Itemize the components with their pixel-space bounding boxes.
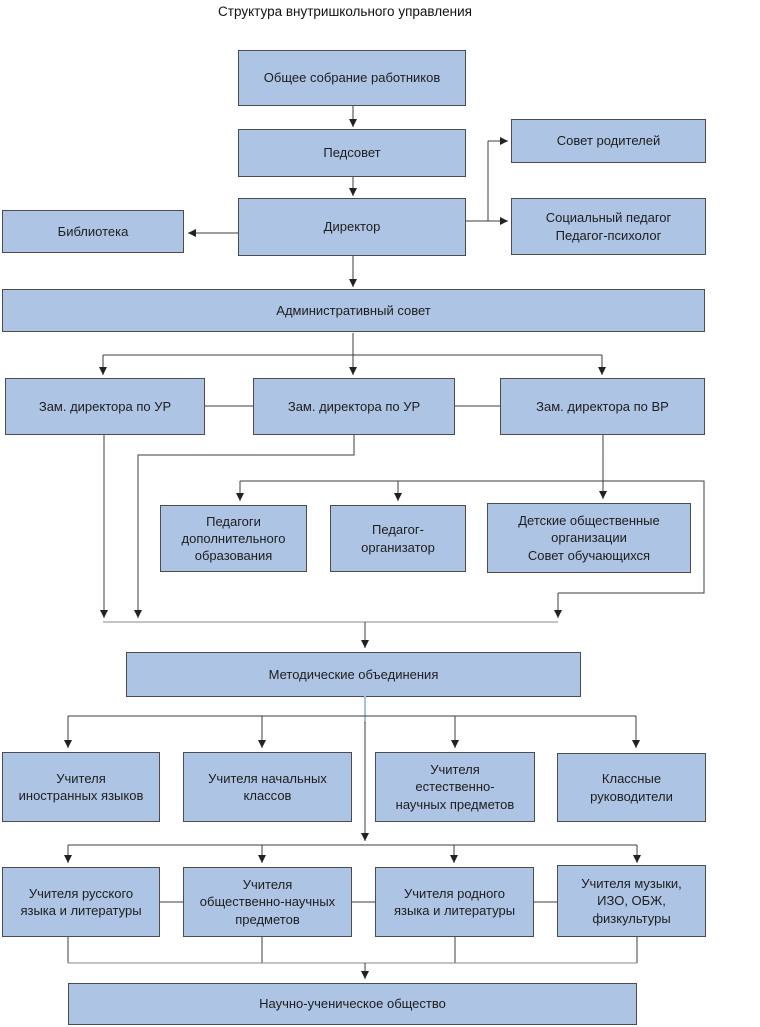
node-deputy-ur-1: Зам. директора по УР — [5, 378, 205, 435]
node-pedsovet: Педсовет — [238, 129, 466, 177]
node-science-student-society: Научно-ученическое общество — [68, 983, 637, 1025]
node-general-meeting: Общее собрание работников — [238, 50, 466, 106]
node-native-lang-teachers: Учителя родного языка и литературы — [375, 867, 534, 937]
page-title: Структура внутришкольного управления — [218, 4, 472, 19]
node-primary-teachers: Учителя начальных классов — [183, 752, 352, 822]
node-method-assoc: Методические объединения — [126, 652, 581, 697]
node-director: Директор — [238, 198, 466, 256]
node-science-teachers: Учителя естественно- научных предметов — [375, 752, 535, 822]
node-russian-teachers: Учителя русского языка и литературы — [2, 867, 160, 937]
node-parents-council: Совет родителей — [511, 119, 706, 163]
node-social-science-teachers: Учителя общественно-научных предметов — [183, 867, 352, 937]
node-class-leaders: Классные руководители — [557, 753, 706, 822]
node-social-pedagog: Социальный педагог Педагог-психолог — [511, 198, 706, 255]
node-library: Библиотека — [2, 210, 184, 253]
node-dop-pedagogi: Педагоги дополнительного образования — [160, 505, 307, 572]
node-admin-council: Административный совет — [2, 289, 705, 332]
node-deputy-ur-2: Зам. директора по УР — [253, 378, 455, 435]
node-deputy-vr: Зам. директора по ВР — [500, 378, 705, 435]
node-pedagog-organizer: Педагог- организатор — [330, 505, 466, 572]
node-arts-teachers: Учителя музыки, ИЗО, ОБЖ, физкультуры — [557, 865, 706, 937]
node-children-orgs: Детские общественные организации Совет о… — [487, 503, 691, 573]
node-foreign-lang-teachers: Учителя иностранных языков — [2, 752, 160, 822]
